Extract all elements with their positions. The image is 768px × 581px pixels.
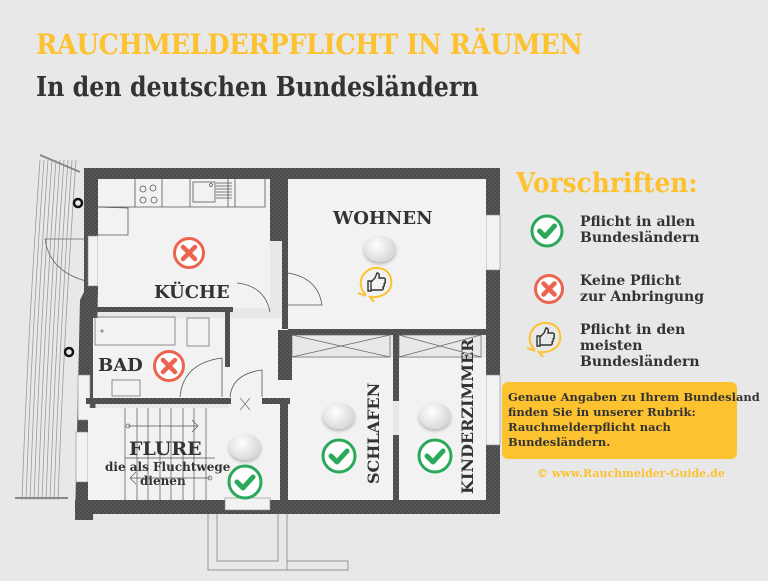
smoke-detector-icon: [229, 434, 261, 460]
page-title: RAUCHMELDERPFLICHT IN RÄUMEN: [36, 28, 583, 61]
x-icon: [534, 274, 564, 304]
legend-item-pflicht-meisten: Pflicht in den meisten Bundesländern: [580, 322, 700, 370]
check-icon: [530, 214, 564, 248]
check-icon: [321, 438, 357, 474]
smoke-detector-icon: [364, 236, 396, 262]
room-label-kueche: KÜCHE: [154, 282, 230, 303]
room-label-wohnen: WOHNEN: [333, 208, 433, 229]
room-label-schlafen: SCHLAFEN: [364, 382, 383, 484]
x-icon: [153, 350, 185, 382]
thumbs-up-icon: [357, 266, 393, 303]
room-sublabel-flure-1: die als Fluchtwege: [105, 460, 231, 474]
check-icon: [417, 438, 453, 474]
x-icon: [173, 237, 205, 269]
legend-title: Vorschriften:: [516, 168, 698, 199]
legend-item-keine-pflicht: Keine Pflicht zur Anbringung: [580, 273, 705, 305]
legend-item-pflicht-alle: Pflicht in allen Bundesländern: [580, 214, 700, 246]
smoke-detector-icon: [419, 403, 451, 429]
check-icon: [227, 464, 263, 500]
copyright-link[interactable]: © www.Rauchmelder-Guide.de: [537, 467, 725, 480]
room-label-kinderzimmer: KINDERZIMMER: [458, 338, 477, 494]
info-box: Genaue Angaben zu Ihrem Bundesland finde…: [502, 382, 760, 459]
room-sublabel-flure-2: dienen: [140, 474, 186, 488]
room-label-bad: BAD: [98, 355, 143, 376]
thumbs-up-icon: [526, 321, 562, 358]
room-label-flure: FLURE: [129, 438, 202, 460]
smoke-detector-icon: [323, 403, 355, 429]
page-subtitle: In den deutschen Bundesländern: [36, 72, 479, 103]
floor-plan: [15, 154, 501, 571]
